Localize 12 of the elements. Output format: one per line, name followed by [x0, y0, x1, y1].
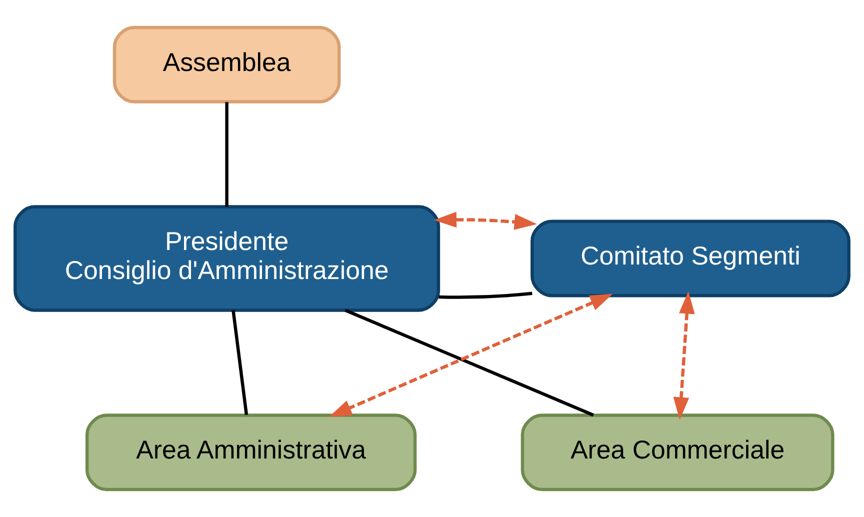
- node-box: Area Commerciale: [520, 414, 834, 492]
- node-box: Assemblea: [112, 26, 341, 104]
- node-box: Comitato Segmenti: [530, 220, 850, 298]
- node-box: Area Amministrativa: [85, 414, 417, 492]
- arrow: [673, 291, 695, 420]
- connector: [232, 310, 248, 416]
- arrow: [434, 212, 538, 230]
- node-box: Presidente Consiglio d'Amministrazione: [14, 205, 440, 312]
- arrow: [329, 294, 613, 417]
- connector: [225, 102, 228, 207]
- connector: [438, 292, 532, 299]
- connector: [344, 308, 594, 417]
